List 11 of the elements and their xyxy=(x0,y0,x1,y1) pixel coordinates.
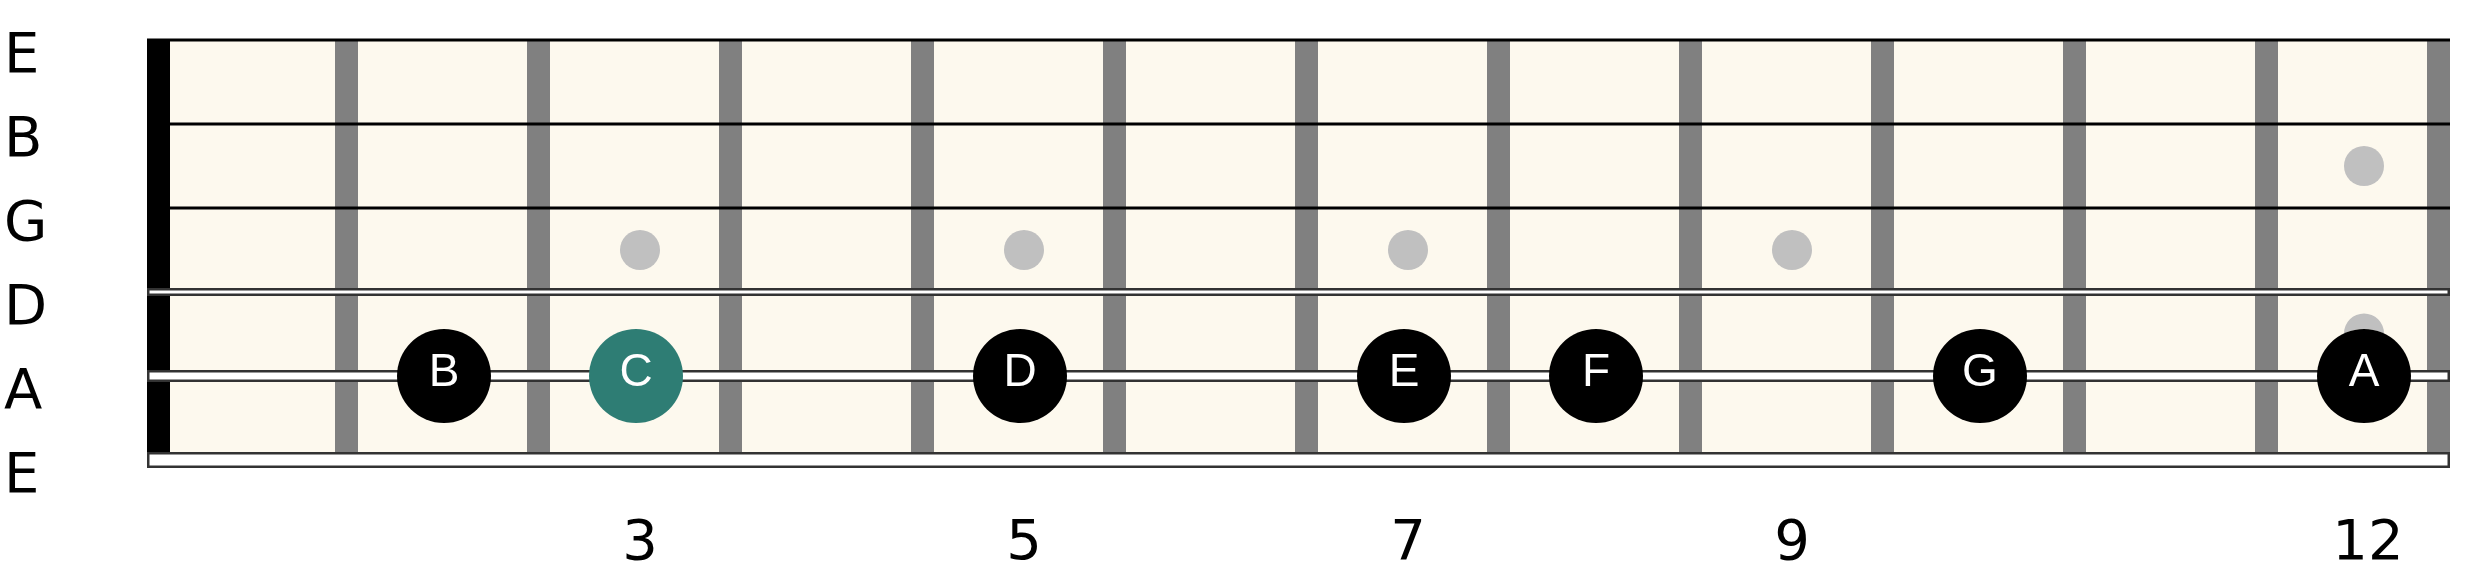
fret-number: 12 xyxy=(2332,512,2404,568)
fret-number: 9 xyxy=(1774,512,1810,568)
fret-number: 3 xyxy=(622,512,658,568)
string-name: G xyxy=(4,193,48,249)
string-name: E xyxy=(4,445,40,501)
string-name: E xyxy=(4,25,40,81)
string-name: D xyxy=(4,277,48,333)
string-name: B xyxy=(4,109,43,165)
string-name: A xyxy=(4,361,43,417)
fret-number: 7 xyxy=(1390,512,1426,568)
fret-number: 5 xyxy=(1006,512,1042,568)
